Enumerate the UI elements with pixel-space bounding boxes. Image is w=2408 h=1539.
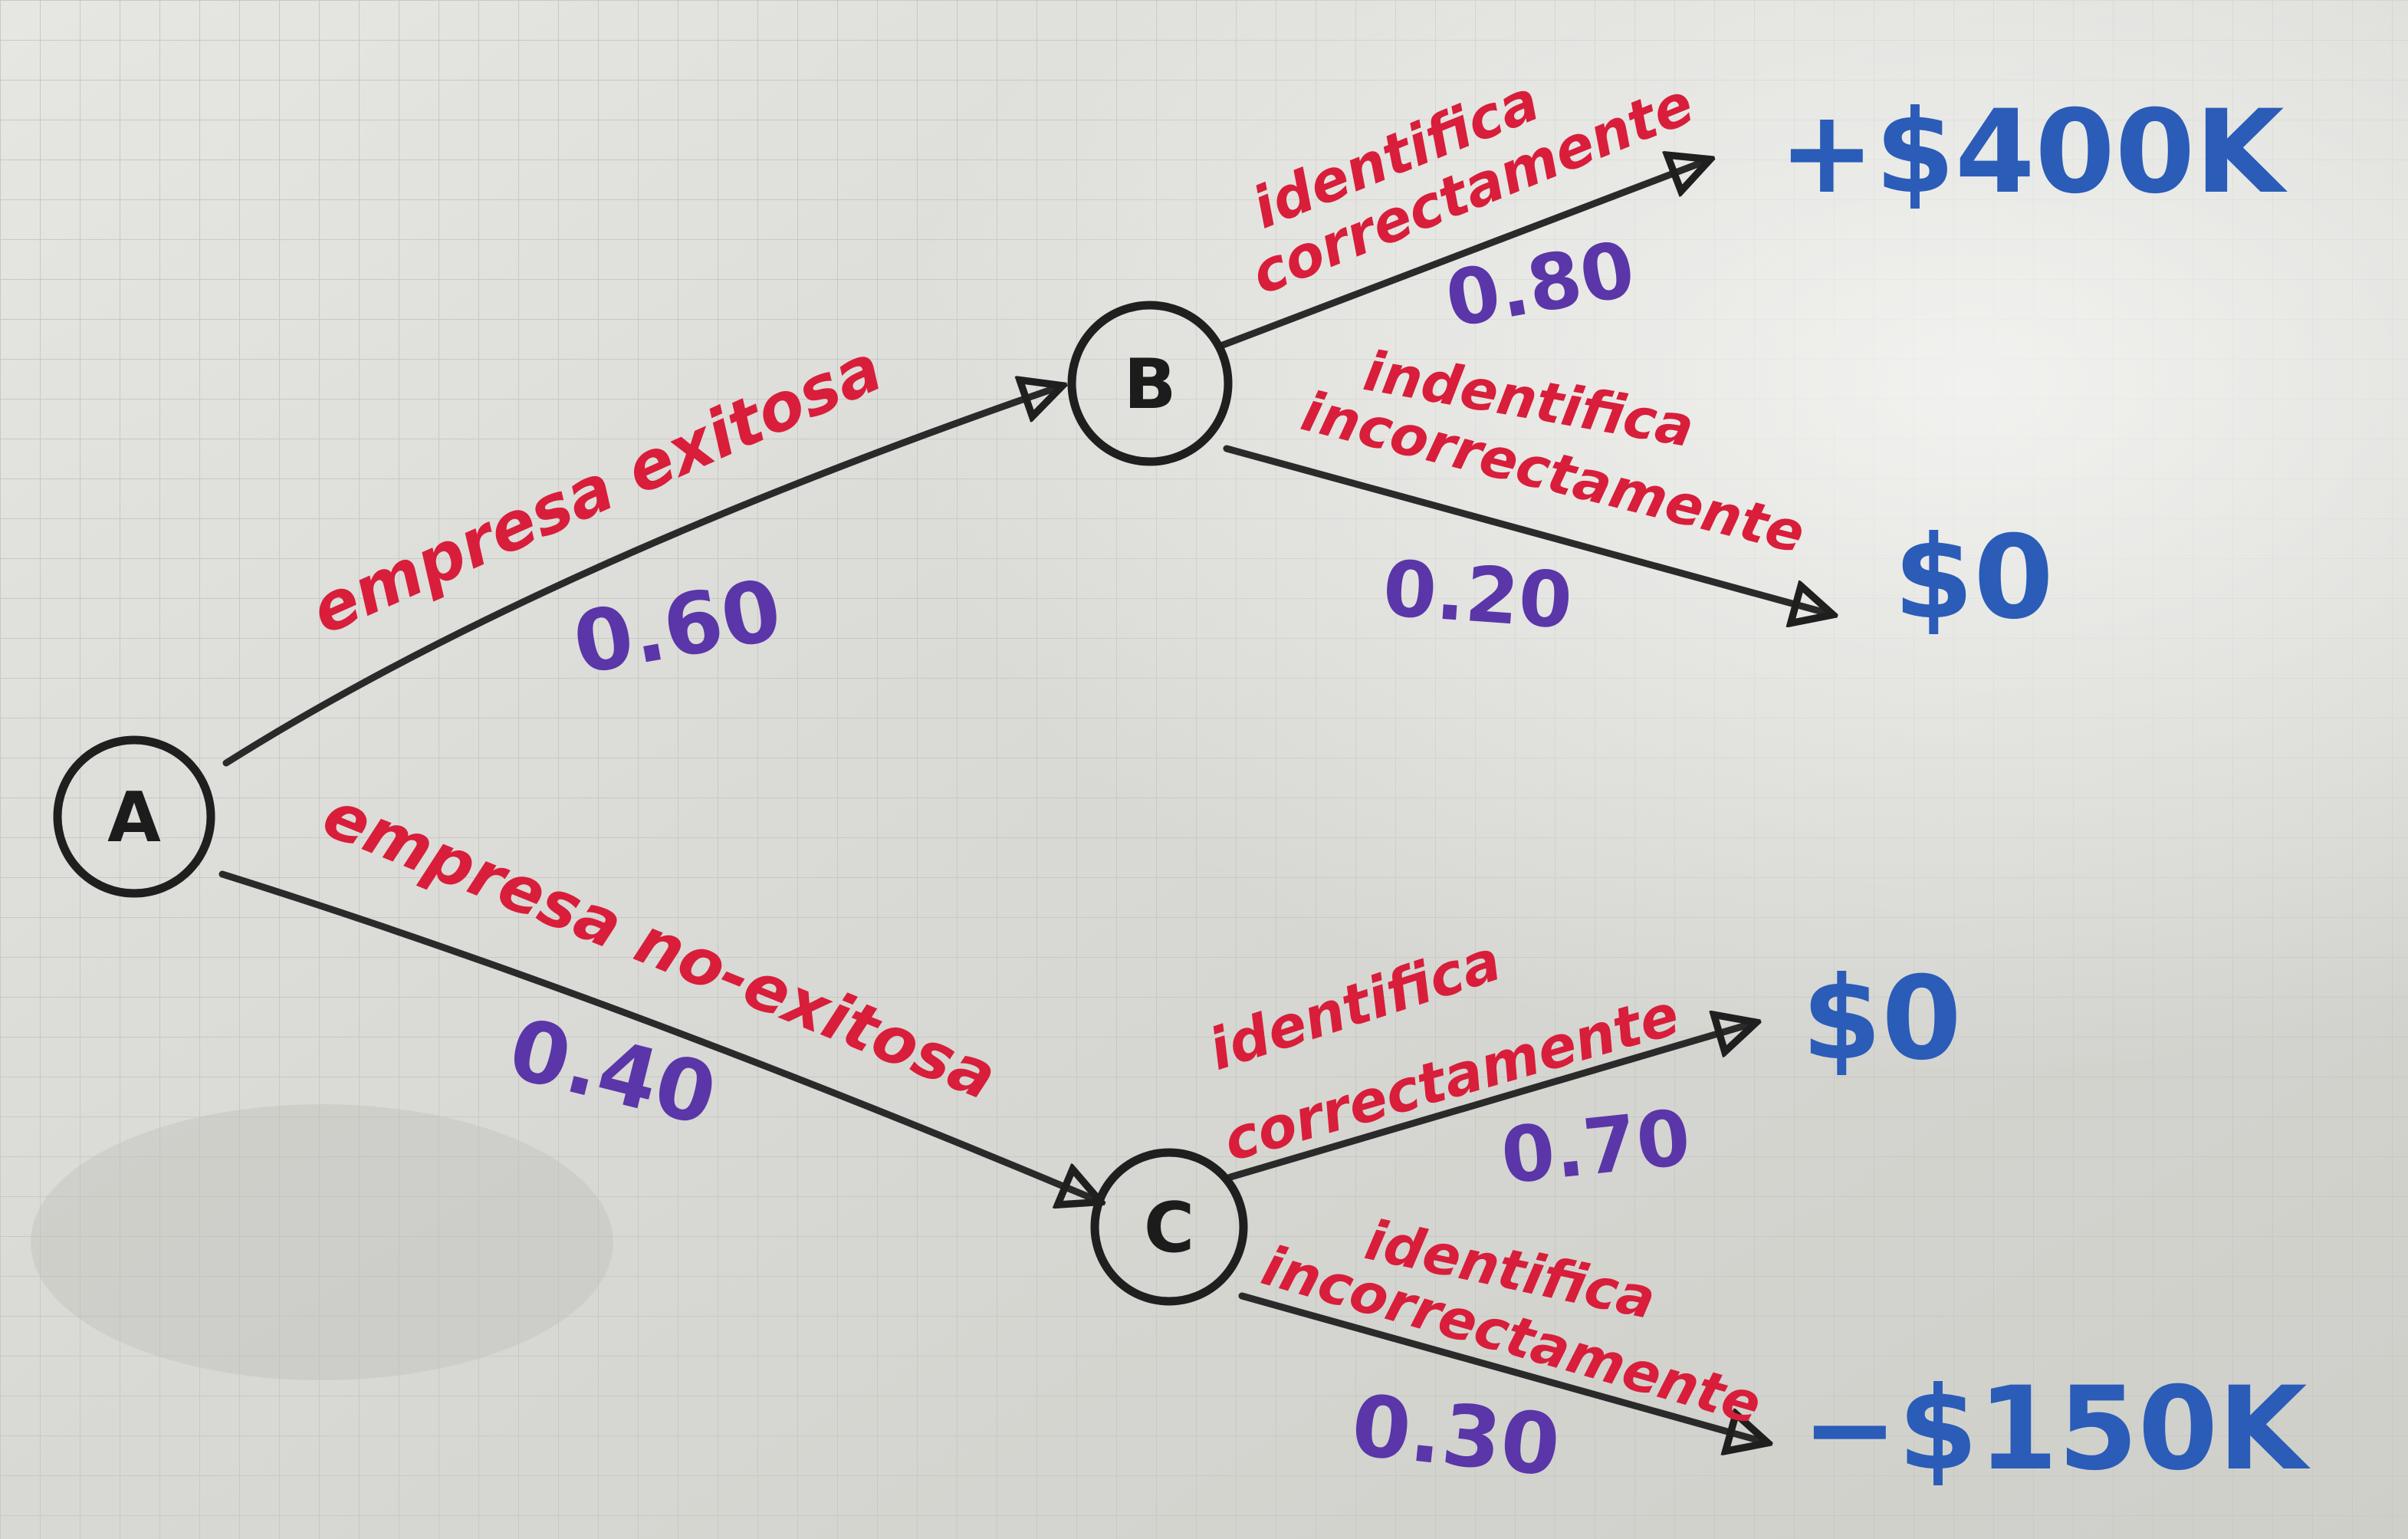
edge-b-top [1219, 161, 1706, 349]
outcome-c-bottom: −$150K [1802, 1363, 2311, 1496]
edge-a-to-c [218, 870, 1096, 1200]
edge-c-bottom-probability: 0.30 [1347, 1376, 1564, 1495]
edge-c-top-probability: 0.70 [1497, 1093, 1695, 1202]
node-c: C [1090, 1148, 1248, 1306]
edge-c-bottom [1238, 1292, 1763, 1442]
node-a-label: A [107, 778, 161, 858]
outcome-b-bottom: $0 [1894, 511, 2054, 645]
edge-a-to-b [222, 387, 1058, 767]
edge-b-bottom-probability: 0.20 [1380, 544, 1575, 646]
outcome-b-top: +$400K [1779, 86, 2288, 219]
node-b: B [1067, 301, 1233, 466]
edge-c-top [1227, 1024, 1752, 1181]
outcome-c-top: $0 [1802, 952, 1962, 1086]
node-c-label: C [1144, 1188, 1194, 1268]
edge-b-bottom [1223, 445, 1828, 613]
board-smudge [31, 1104, 613, 1380]
node-a: A [53, 735, 215, 898]
node-b-label: B [1124, 344, 1177, 425]
